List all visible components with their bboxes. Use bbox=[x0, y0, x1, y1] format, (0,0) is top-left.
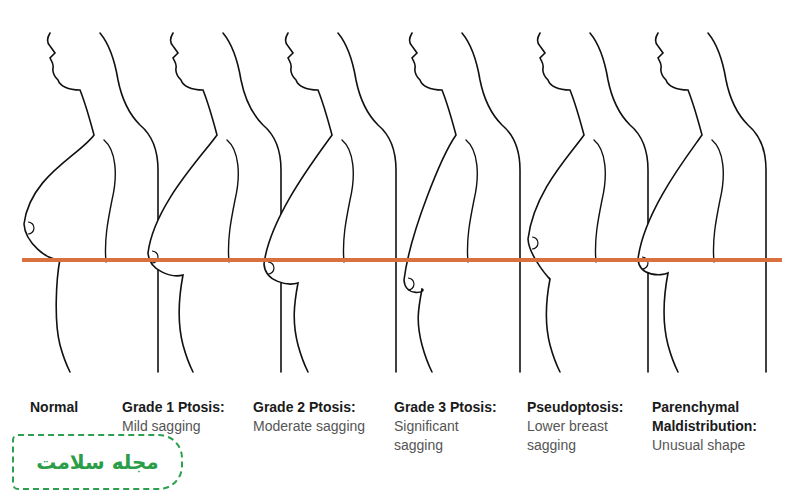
reference-line bbox=[22, 258, 782, 262]
grade-heading: Pseudoptosis: bbox=[527, 398, 632, 417]
areola bbox=[28, 222, 34, 234]
grade-heading: Grade 3 Ptosis: bbox=[394, 398, 519, 417]
front-outline bbox=[264, 33, 332, 372]
front-outline bbox=[24, 33, 94, 372]
torso-figure bbox=[638, 33, 766, 372]
back-outline bbox=[708, 33, 766, 372]
figure-fill bbox=[24, 33, 158, 372]
back-outline bbox=[590, 33, 648, 372]
back-outline bbox=[223, 33, 281, 372]
torso-figure bbox=[528, 33, 648, 372]
arm-line bbox=[342, 140, 353, 262]
grade-heading: Normal bbox=[30, 398, 110, 417]
front-outline bbox=[404, 33, 456, 372]
arm-line bbox=[712, 140, 723, 262]
grade-heading: Grade 2 Ptosis: bbox=[253, 398, 388, 417]
areola bbox=[408, 278, 414, 290]
watermark-badge: مجله سلامت bbox=[12, 434, 183, 490]
figure-fill bbox=[148, 33, 281, 372]
front-outline bbox=[638, 33, 702, 372]
torso-figure bbox=[24, 33, 158, 372]
front-outline bbox=[148, 33, 217, 372]
back-outline bbox=[338, 33, 396, 372]
grade-heading: Parenchymal Maldistribution: bbox=[652, 398, 792, 436]
figure-fill bbox=[264, 33, 396, 372]
arm-line bbox=[594, 140, 605, 262]
arm-line bbox=[227, 140, 238, 262]
grade-description: Lower breast sagging bbox=[527, 417, 632, 455]
areola bbox=[268, 262, 274, 274]
torso-figure bbox=[404, 33, 520, 372]
areola bbox=[532, 237, 538, 249]
figure-fill bbox=[528, 33, 648, 372]
arm-line bbox=[104, 140, 115, 262]
grade-description: Unusual shape bbox=[652, 436, 792, 455]
back-outline bbox=[100, 33, 158, 372]
torso-figure bbox=[148, 33, 281, 372]
torso-figure bbox=[264, 33, 396, 372]
arm-line bbox=[466, 140, 477, 262]
back-outline bbox=[462, 33, 520, 372]
grade-description: Moderate sagging bbox=[253, 417, 388, 436]
front-outline bbox=[528, 33, 584, 372]
figure-fill bbox=[404, 33, 520, 372]
grade-description: Significant sagging bbox=[394, 417, 466, 455]
figure-fill bbox=[638, 33, 766, 372]
watermark-text: مجله سلامت bbox=[36, 450, 159, 474]
grade-heading: Grade 1 Ptosis: bbox=[122, 398, 247, 417]
